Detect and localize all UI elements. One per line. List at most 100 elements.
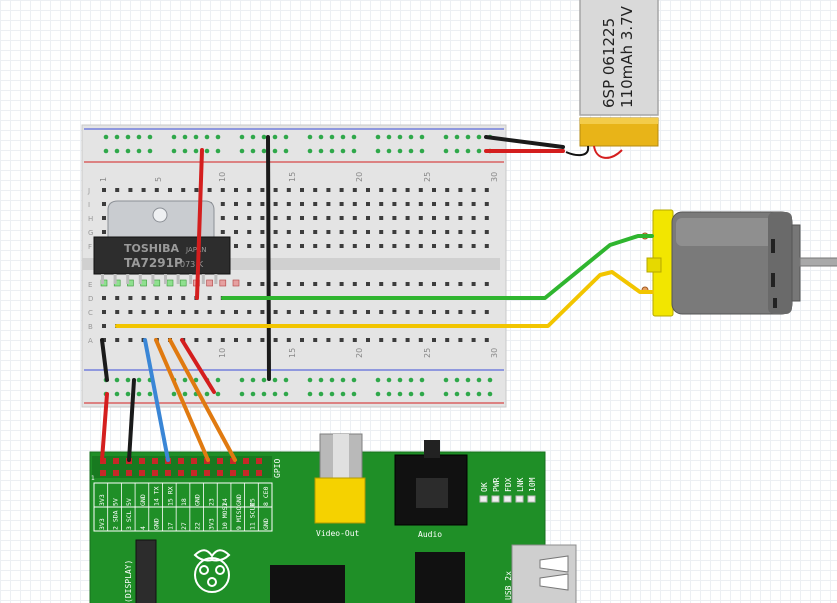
row-b: B — [88, 323, 93, 331]
red-jumper-right — [180, 338, 216, 394]
black-jumper-vertical — [266, 135, 271, 381]
audio-label: Audio — [418, 530, 442, 539]
status-led — [527, 495, 536, 503]
gpio-bottom-label: 3V3 — [207, 518, 215, 530]
gpio-top-label: 15 RX — [166, 486, 174, 506]
pi-orange-wire-2 — [168, 338, 237, 462]
col-label-10: 10 — [218, 172, 227, 182]
gpio-bottom-label: 17 — [166, 522, 174, 530]
gpio-bottom-label: 27 — [180, 522, 188, 530]
status-led — [491, 495, 500, 503]
gpio-top-label: 24 — [221, 498, 229, 506]
col-label-30-bottom: 30 — [490, 348, 499, 358]
gpio-bottom-label: 2 SDA — [112, 510, 120, 530]
pi-red-power-wire — [100, 392, 109, 462]
led-label: PWR — [492, 477, 501, 492]
video-out-label: Video-Out — [316, 529, 360, 538]
row-g: G — [88, 229, 93, 237]
gpio-bottom-label: 9 MISO — [235, 506, 243, 530]
chip-lot: 073 K — [180, 260, 204, 269]
gpio-bottom-label: GND — [262, 518, 270, 530]
gpio-top-label: 5V — [125, 498, 133, 506]
gpio-bottom-label: 3V3 — [98, 518, 106, 530]
wires — [100, 135, 654, 462]
battery-label-2: 110mAh 3.7V — [618, 5, 636, 108]
gpio-top-label: GND — [194, 494, 202, 506]
status-led — [503, 495, 512, 503]
gpio-bottom-label: 4 — [139, 526, 147, 530]
video-out-connector: Video-Out — [314, 433, 366, 538]
gpio-label: GPIO — [273, 459, 282, 478]
gpio-top-label: GND — [235, 494, 243, 506]
chip-part: TA7291P — [124, 256, 183, 270]
col-label-1: 1 — [99, 177, 108, 182]
led-label: OK — [480, 482, 489, 492]
gpio-top-label: 8 CE0 — [262, 486, 270, 506]
audio-jack: Audio — [394, 440, 468, 539]
chip-origin: JAPAN — [185, 246, 207, 254]
gpio-top-label: 18 — [180, 498, 188, 506]
battery-label-1: 6SP 061225 — [600, 18, 618, 108]
chip-brand: TOSHIBA — [124, 242, 179, 255]
ta7291p-chip: TOSHIBA JAPAN TA7291P 073 K — [93, 200, 231, 284]
status-led — [515, 495, 524, 503]
row-f: F — [88, 243, 92, 251]
usb-port: USB 2x — [504, 544, 577, 603]
display-connector — [135, 539, 157, 603]
dc-motor — [641, 209, 837, 317]
gpio-bottom-label: 3 SCL — [125, 510, 133, 530]
row-j: J — [87, 187, 90, 195]
col-label-15-bottom: 15 — [288, 348, 297, 358]
status-led — [479, 495, 488, 503]
col-label-15: 15 — [288, 172, 297, 182]
led-label: 10M — [528, 477, 537, 492]
lipo-battery: 6SP 061225 110mAh 3.7V — [565, 0, 659, 159]
pi-blue-wire — [143, 338, 170, 462]
col-label-5: 5 — [154, 177, 163, 182]
col-label-30: 30 — [490, 172, 499, 182]
row-c: C — [88, 309, 93, 317]
yellow-motor-wire — [115, 270, 654, 328]
gpio-top-label: 23 — [207, 498, 215, 506]
gpio-pin-label-table: 3V3 3V3 5V 2 SDA 5V 3 SCL GND 4 14 TX GND 15 RX 17 1… — [93, 482, 273, 532]
row-a: A — [88, 337, 93, 345]
col-label-20-bottom: 20 — [355, 348, 364, 358]
pin-one-marker: 1 — [91, 475, 95, 482]
red-jumper-top — [195, 148, 204, 300]
col-label-25-bottom: 25 — [423, 348, 432, 358]
row-i: I — [88, 201, 90, 209]
row-letters: J I H G F E D C B A — [87, 187, 93, 345]
gpio-top-label: 3V3 — [98, 494, 106, 506]
gpio-top-label: 14 TX — [153, 486, 161, 506]
black-jumper-left — [100, 338, 109, 382]
soc-chip — [270, 565, 345, 603]
column-numbers: 1 5 10 15 20 25 30 10 15 20 25 30 — [99, 172, 499, 358]
gpio-top-label: GND — [139, 494, 147, 506]
usb-label: USB 2x — [504, 571, 513, 600]
usb-controller-chip — [415, 552, 465, 603]
chip-pins — [101, 274, 218, 284]
gpio-top-label: 5V — [112, 498, 120, 506]
row-d: D — [88, 295, 93, 303]
raspberry-pi: GPIO 1 3V3 3V3 5V 2 SDA 5V 3 SCL GND 4 14 TX GND 1… — [89, 433, 577, 603]
battery-black-wire — [484, 135, 565, 149]
led-label: LNK — [516, 477, 525, 492]
gpio-bottom-label: 10 MOSI — [221, 503, 229, 530]
col-label-10-bottom: 10 — [218, 348, 227, 358]
green-motor-wire — [221, 234, 654, 300]
gpio-bottom-label: 11 SCLK — [248, 503, 256, 530]
pi-black-ground-wire — [127, 378, 136, 462]
row-e: E — [88, 281, 92, 289]
gpio-bottom-label: GND — [153, 518, 161, 530]
led-label: FDX — [504, 477, 513, 492]
col-label-20: 20 — [355, 172, 364, 182]
gpio-bottom-label: 22 — [194, 522, 202, 530]
col-label-25: 25 — [423, 172, 432, 182]
gpio-top-label: 25 — [248, 498, 256, 506]
row-h: H — [88, 215, 93, 223]
pi-orange-wire-1 — [154, 338, 210, 462]
raspberry-logo-icon — [193, 549, 231, 593]
display-label: (DISPLAY) — [124, 560, 133, 603]
